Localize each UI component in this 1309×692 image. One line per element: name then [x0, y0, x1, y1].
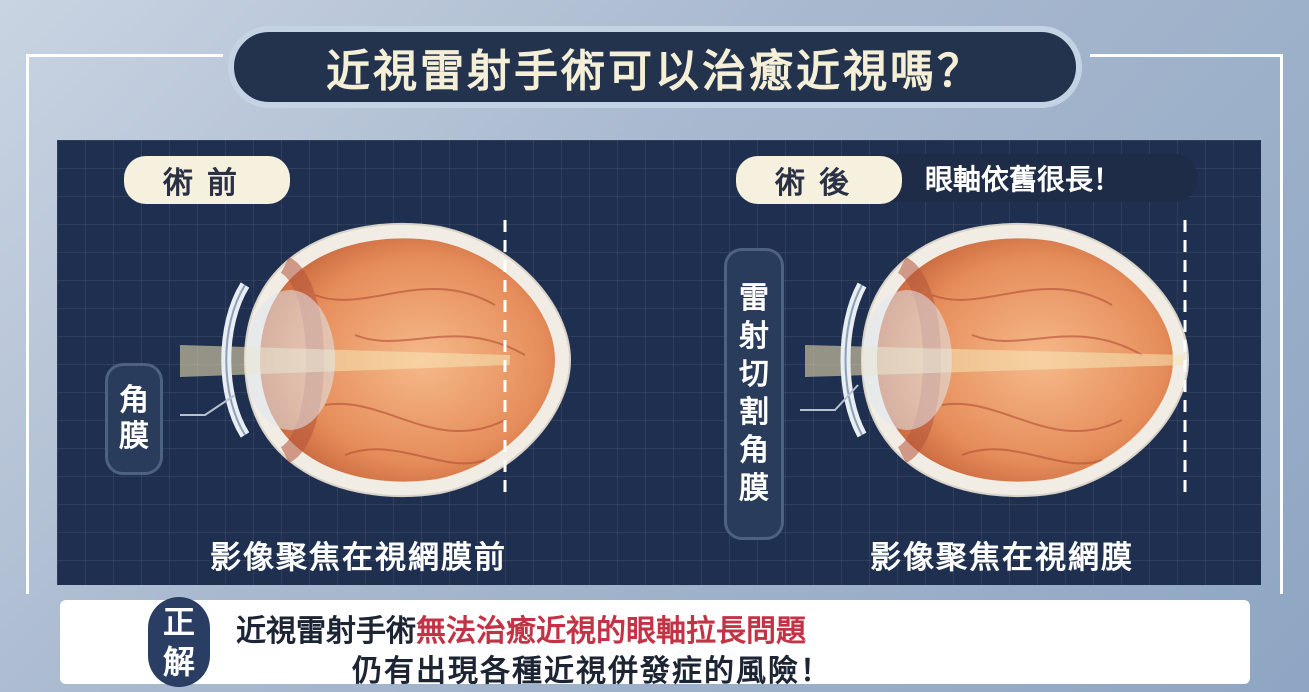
cornea-label-char-2: 膜 — [119, 419, 149, 454]
laser-cut-cornea-label: 雷 射 切 割 角 膜 — [724, 248, 784, 540]
answer-box — [60, 600, 1250, 684]
before-caption: 影像聚焦在視網膜前 — [210, 540, 507, 576]
answer-line-2: 仍有出現各種近視併發症的風險！ — [352, 654, 832, 689]
cornea-label-char-1: 角 — [119, 383, 149, 418]
laser-label-char-1: 雷 — [739, 281, 769, 316]
before-label: 術前 — [124, 156, 290, 204]
after-label: 術後 — [736, 156, 902, 204]
page-title: 近視雷射手術可以治癒近視嗎？ — [228, 26, 1082, 108]
eye-before-illustration — [180, 220, 572, 500]
answer-badge: 正 解 — [148, 597, 210, 687]
frame-line-right — [1280, 54, 1283, 594]
frame-line-top-left — [28, 54, 223, 57]
answer-line-1-prefix: 近視雷射手術 — [236, 614, 416, 649]
laser-label-char-4: 割 — [739, 395, 769, 430]
answer-line-1: 近視雷射手術無法治癒近視的眼軸拉長問題 — [236, 606, 806, 650]
answer-badge-char-1: 正 — [162, 603, 195, 641]
laser-label-char-3: 切 — [739, 357, 769, 392]
laser-label-char-6: 膜 — [739, 471, 769, 506]
answer-line-1-highlight: 無法治癒近視的眼軸拉長問題 — [416, 614, 806, 649]
laser-label-char-5: 角 — [739, 433, 769, 468]
eye-after-illustration — [800, 220, 1190, 500]
after-caption: 影像聚焦在視網膜 — [870, 540, 1134, 576]
frame-line-left — [26, 54, 29, 594]
frame-line-top-right — [1090, 54, 1280, 57]
after-note: 眼軸依舊很長！ — [855, 154, 1197, 202]
cornea-label: 角 膜 — [105, 363, 163, 475]
laser-label-char-2: 射 — [739, 319, 769, 354]
answer-badge-char-2: 解 — [162, 643, 195, 681]
